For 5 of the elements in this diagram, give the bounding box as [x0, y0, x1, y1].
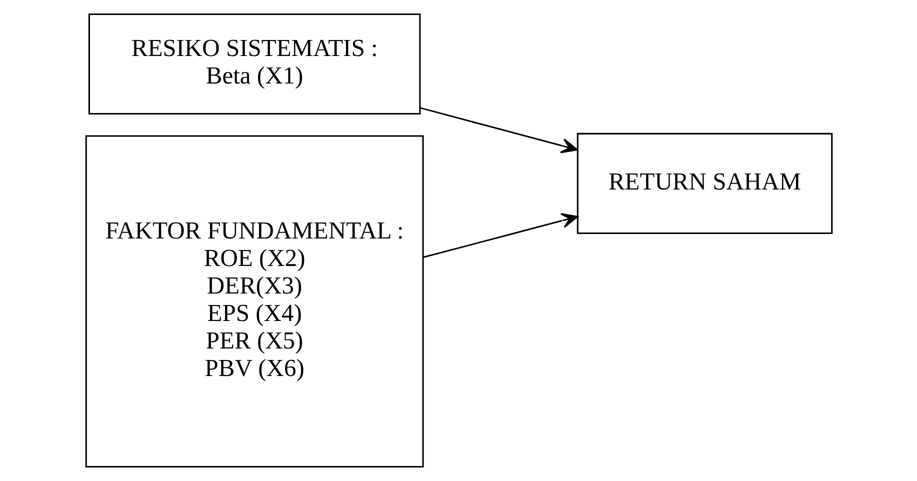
node-box: RETURN SAHAM — [576, 132, 832, 234]
arrow — [419, 107, 578, 154]
node-box: FAKTOR FUNDAMENTAL : ROE (X2) DER(X3) EPS (X4) PER (X5) PBV (X6) — [84, 135, 424, 468]
arrow — [422, 213, 578, 258]
node-box: RESIKO SISTEMATIS : Beta (X1) — [88, 13, 420, 115]
